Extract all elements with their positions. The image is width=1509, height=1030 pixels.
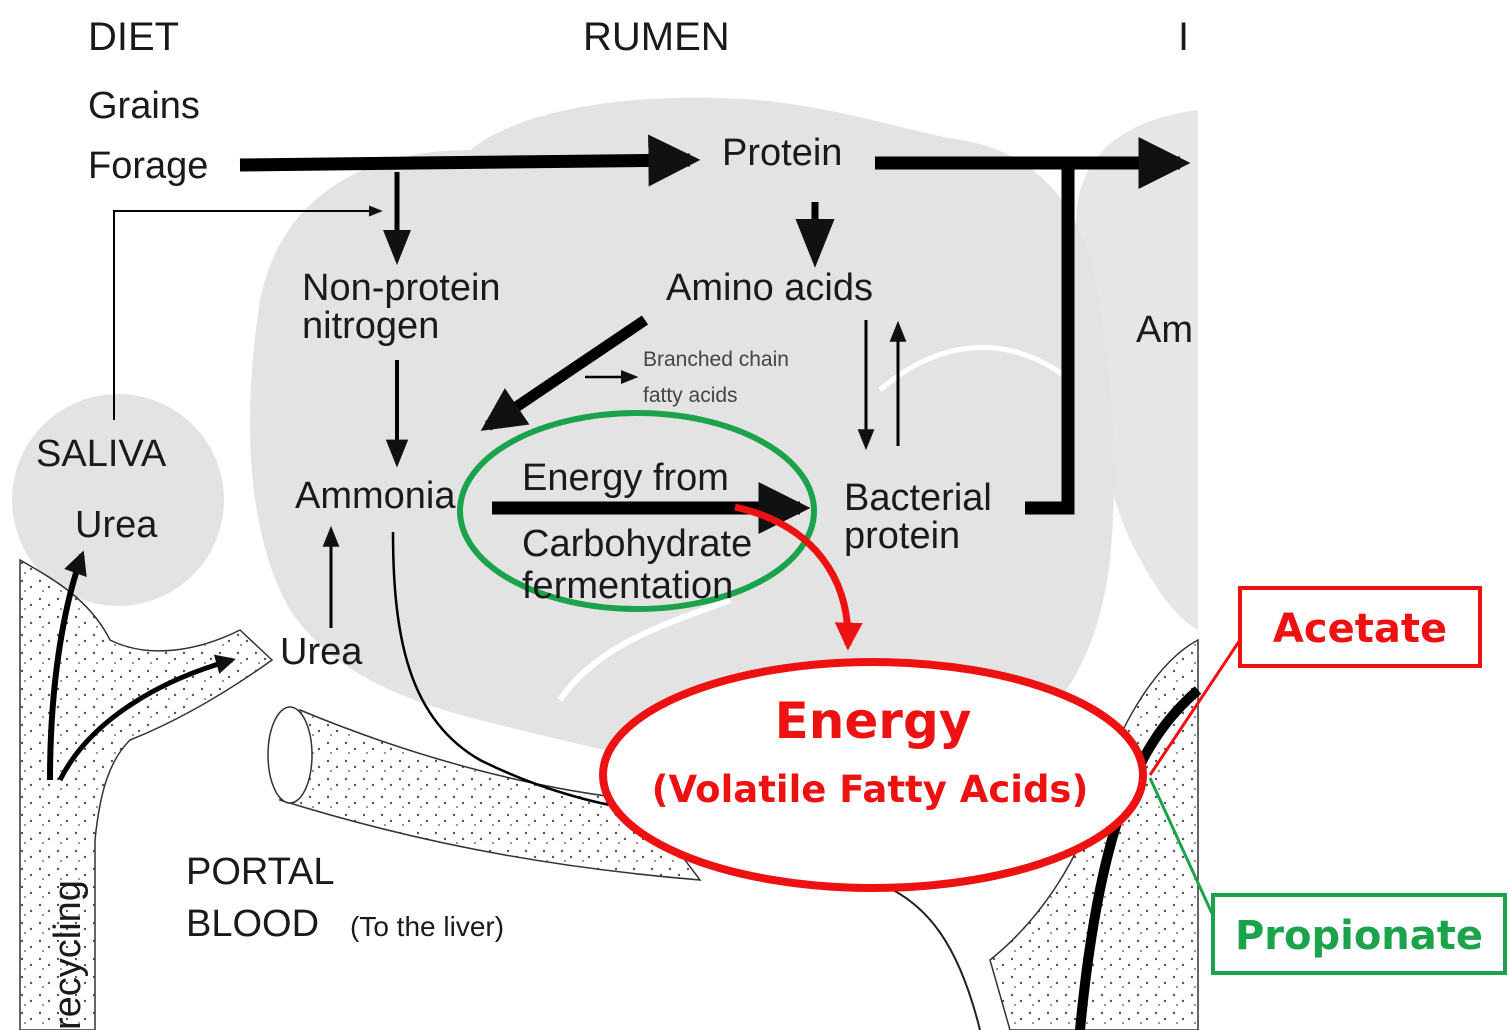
energy-callout-subtitle: (Volatile Fatty Acids) — [652, 768, 1089, 811]
grains-label: Grains — [88, 85, 200, 127]
text-labels: DIET RUMEN I Grains Forage Protein Non-p… — [36, 15, 1193, 1030]
carbohydrate-label: Carbohydrate — [522, 523, 752, 565]
arrow-saliva-to-rumen — [113, 205, 383, 420]
energy-from-label: Energy from — [522, 457, 729, 499]
rumen-fold — [557, 597, 732, 702]
portal-vessel-opening — [267, 706, 313, 804]
callout-text: Energy (Volatile Fatty Acids) Acetate Pr… — [652, 606, 1483, 959]
left-vessel — [19, 558, 274, 1030]
intestine-header: I — [1178, 15, 1189, 59]
fermentation-label: fermentation — [522, 565, 733, 607]
bacterial-label-line2: protein — [844, 515, 960, 557]
bacterial-label-line1: Bacterial — [844, 477, 992, 519]
rumen-header: RUMEN — [583, 15, 730, 59]
red-curved-arrow — [734, 503, 863, 651]
rumen-blob — [250, 97, 1115, 784]
green-highlight-ellipse — [457, 410, 817, 612]
propionate-label: Propionate — [1235, 913, 1483, 959]
protein-label: Protein — [722, 132, 842, 174]
saliva-urea-label: Urea — [75, 504, 158, 546]
diet-header: DIET — [88, 15, 179, 59]
portal-label-line2: BLOOD — [186, 903, 319, 945]
rumen-fold — [878, 345, 1072, 392]
forage-label: Forage — [88, 145, 208, 187]
arrow-ammonia-to-portal — [391, 531, 641, 812]
right-vessel-curve — [869, 879, 981, 1030]
branched-chain-label-line2: fatty acids — [643, 384, 738, 407]
urea-label: Urea — [280, 631, 363, 673]
arrow-bacterial-to-intestine — [1025, 165, 1075, 515]
amino-acids-label: Amino acids — [666, 267, 873, 309]
propionate-box — [1211, 893, 1507, 975]
arrow-recycling-up — [47, 550, 87, 781]
portal-vessel — [279, 708, 702, 881]
arrow-forage-to-protein — [239, 134, 701, 187]
ammonia-label: Ammonia — [295, 475, 456, 517]
connector-to-propionate — [1148, 777, 1217, 921]
portal-note-label: (To the liver) — [350, 911, 504, 942]
acetate-box — [1238, 586, 1482, 668]
saliva-label: SALIVA — [36, 433, 167, 475]
recycling-label: recycling — [47, 880, 89, 1030]
acetate-label: Acetate — [1273, 606, 1447, 652]
intestine-blob — [1076, 110, 1198, 630]
non-protein-label-line1: Non-protein — [302, 267, 501, 309]
arrow-amino-to-ammonia — [480, 315, 649, 431]
highlights — [457, 410, 1507, 975]
arrow-recycling-right — [57, 654, 236, 782]
amino-partial-label: Am — [1136, 309, 1193, 351]
energy-callout-ellipse — [599, 658, 1147, 892]
connector-to-acetate — [1148, 639, 1242, 776]
branched-chain-label-line1: Branched chain — [643, 348, 789, 371]
non-protein-label-line2: nitrogen — [302, 305, 439, 347]
energy-callout-title: Energy — [775, 692, 972, 750]
portal-label-line1: PORTAL — [186, 851, 335, 893]
